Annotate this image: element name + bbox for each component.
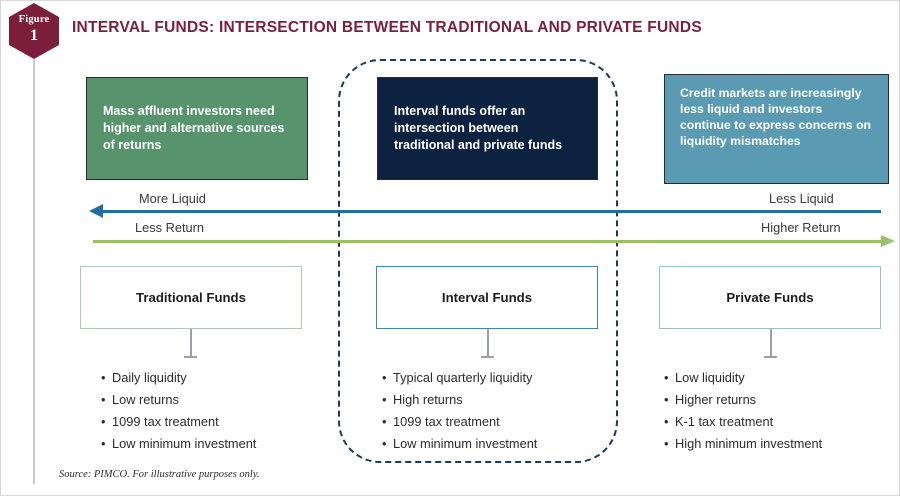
axis-label-less-return: Less Return <box>135 220 204 235</box>
bullet-list-interval: • Typical quarterly liquidity • High retur… <box>382 367 537 455</box>
fund-box-traditional[interactable]: Traditional Funds <box>80 266 302 329</box>
connector-stem-interval <box>487 329 489 356</box>
fund-box-label: Private Funds <box>726 290 814 305</box>
fund-box-label: Interval Funds <box>441 290 533 305</box>
bullet-dot-icon: • <box>664 370 669 385</box>
list-item: • Low minimum investment <box>382 433 537 455</box>
bullet-dot-icon: • <box>101 436 106 451</box>
bullet-dot-icon: • <box>664 414 669 429</box>
connector-stem-traditional <box>190 329 192 356</box>
figure-badge: Figure 1 <box>9 3 59 59</box>
return-axis-line <box>93 240 883 243</box>
list-item-label: Low liquidity <box>675 370 745 385</box>
list-item-label: Typical quarterly liquidity <box>393 370 533 385</box>
list-item: • High returns <box>382 389 537 411</box>
list-item-label: High returns <box>393 392 463 407</box>
statement-card-interval: Interval funds offer an intersection bet… <box>377 77 598 180</box>
connector-foot-interval <box>481 356 494 358</box>
list-item-label: Higher returns <box>675 392 757 407</box>
bullet-dot-icon: • <box>382 370 387 385</box>
page-title: INTERVAL FUNDS: INTERSECTION BETWEEN TRA… <box>72 19 702 36</box>
list-item: • K-1 tax treatment <box>664 411 822 433</box>
bullet-dot-icon: • <box>101 392 106 407</box>
fund-box-private[interactable]: Private Funds <box>659 266 881 329</box>
liquidity-arrow-head-left-icon <box>89 204 103 218</box>
connector-foot-traditional <box>184 356 197 358</box>
list-item-label: High minimum investment <box>675 436 823 451</box>
list-item-label: Low returns <box>112 392 179 407</box>
interval-funds-highlight-outline <box>338 59 618 463</box>
statement-card-traditional: Mass affluent investors need higher and … <box>86 77 308 180</box>
left-accent-rule <box>33 59 35 484</box>
bullet-dot-icon: • <box>101 370 106 385</box>
bullet-dot-icon: • <box>382 436 387 451</box>
liquidity-axis-line <box>101 210 881 213</box>
list-item: • Higher returns <box>664 389 822 411</box>
list-item: • 1099 tax treatment <box>101 411 256 433</box>
figure-badge-number: 1 <box>30 27 38 44</box>
list-item: • Low returns <box>101 389 256 411</box>
statement-card-private: Credit markets are increasingly less liq… <box>664 74 889 184</box>
list-item-label: K-1 tax treatment <box>675 414 774 429</box>
list-item: • 1099 tax treatment <box>382 411 537 433</box>
axis-label-less-liquid: Less Liquid <box>769 191 834 206</box>
list-item-label: Low minimum investment <box>112 436 257 451</box>
bullet-dot-icon: • <box>382 392 387 407</box>
list-item-label: 1099 tax treatment <box>112 414 219 429</box>
list-item-label: Daily liquidity <box>112 370 187 385</box>
bullet-dot-icon: • <box>664 392 669 407</box>
statement-card-text: Interval funds offer an intersection bet… <box>394 103 563 153</box>
figure-badge-label: Figure <box>18 14 50 25</box>
bullet-dot-icon: • <box>664 436 669 451</box>
return-arrow-head-right-icon <box>881 234 895 247</box>
bullet-dot-icon: • <box>382 414 387 429</box>
list-item-label: 1099 tax treatment <box>393 414 500 429</box>
list-item: • Typical quarterly liquidity <box>382 367 537 389</box>
statement-card-text: Mass affluent investors need higher and … <box>103 103 285 153</box>
list-item: • High minimum investment <box>664 433 822 455</box>
fund-box-label: Traditional Funds <box>136 290 246 305</box>
list-item: • Daily liquidity <box>101 367 256 389</box>
statement-card-text: Credit markets are increasingly less liq… <box>680 86 871 149</box>
axis-label-more-liquid: More Liquid <box>139 191 206 206</box>
source-note: Source: PIMCO. For illustrative purposes… <box>59 469 260 480</box>
connector-stem-private <box>770 329 772 356</box>
list-item-label: Low minimum investment <box>393 436 538 451</box>
bullet-list-traditional: • Daily liquidity • Low returns • 1099 tax … <box>101 367 256 455</box>
list-item: • Low minimum investment <box>101 433 256 455</box>
bullet-dot-icon: • <box>101 414 106 429</box>
list-item: • Low liquidity <box>664 367 822 389</box>
connector-foot-private <box>764 356 777 358</box>
fund-box-interval[interactable]: Interval Funds <box>376 266 598 329</box>
bullet-list-private: • Low liquidity • Higher returns • K-1 tax … <box>664 367 822 455</box>
axis-label-higher-return: Higher Return <box>761 220 841 235</box>
